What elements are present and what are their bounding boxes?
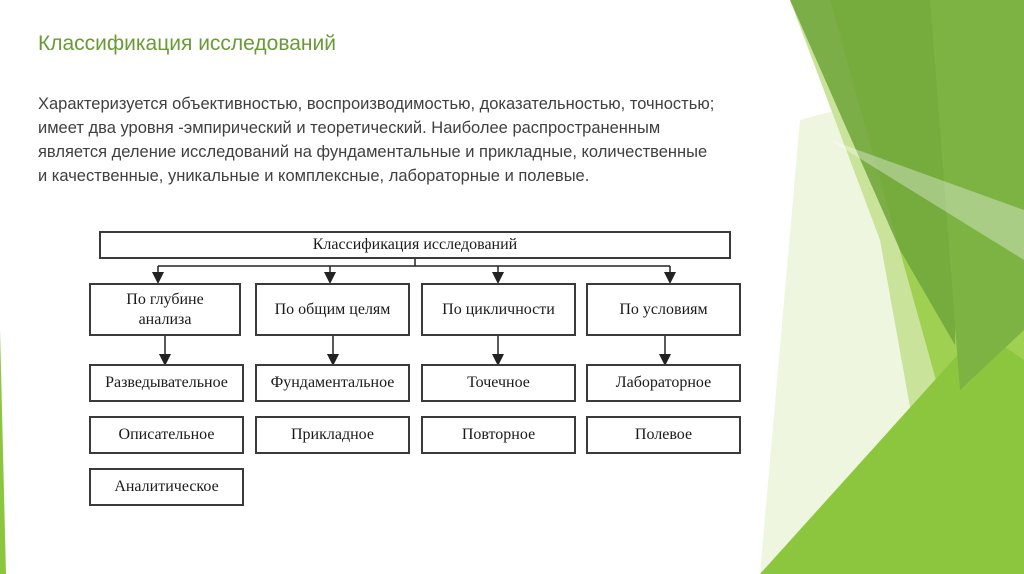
category-box-goals: По общим целям bbox=[255, 283, 410, 336]
item-box: Разведывательное bbox=[89, 364, 244, 402]
item-label: Разведывательное bbox=[105, 374, 228, 391]
item-box: Описательное bbox=[89, 416, 244, 454]
body-line: и качественные, уникальные и комплексные… bbox=[38, 167, 590, 185]
item-label: Полевое bbox=[634, 426, 693, 443]
category-box-depth: По глубине анализа bbox=[89, 283, 241, 336]
item-box: Точечное bbox=[421, 364, 576, 402]
category-box-conditions: По условиям bbox=[586, 283, 741, 336]
category-label: По цикличности bbox=[442, 300, 555, 318]
right-green-triangle-bottom bbox=[760, 330, 1024, 574]
slide-title: Классификация исследований bbox=[38, 32, 336, 55]
item-box: Аналитическое bbox=[89, 468, 244, 506]
right-green-triangle-top bbox=[930, 0, 1024, 390]
diagram-root-box: Классификация исследований bbox=[99, 231, 731, 259]
diagram-root-label: Классификация исследований bbox=[312, 236, 518, 253]
slide-body-text: Характеризуется объективностью, воспроиз… bbox=[38, 92, 838, 188]
item-label: Фундаментальное bbox=[270, 374, 395, 391]
body-line: Характеризуется объективностью, воспроиз… bbox=[38, 95, 715, 113]
item-label: Повторное bbox=[461, 426, 536, 443]
item-box: Прикладное bbox=[255, 416, 410, 454]
right-faint-triangle bbox=[830, 140, 1024, 260]
item-box: Лабораторное bbox=[586, 364, 741, 402]
category-box-cyclicity: По цикличности bbox=[421, 283, 576, 336]
category-label: По глубине анализа bbox=[126, 290, 204, 328]
item-box: Фундаментальное bbox=[255, 364, 410, 402]
right-green-shape-dark bbox=[790, 0, 960, 345]
item-label: Прикладное bbox=[291, 426, 374, 443]
item-label: Точечное bbox=[467, 374, 530, 391]
item-label: Описательное bbox=[118, 426, 215, 443]
item-box: Полевое bbox=[586, 416, 741, 454]
category-label: По условиям bbox=[619, 300, 708, 318]
body-line: является деление исследований на фундаме… bbox=[38, 143, 708, 161]
item-label: Аналитическое bbox=[114, 478, 219, 495]
category-label: По общим целям bbox=[274, 300, 391, 318]
item-box: Повторное bbox=[421, 416, 576, 454]
item-label: Лабораторное bbox=[615, 374, 712, 391]
body-line: имеет два уровня -эмпирический и теорети… bbox=[38, 119, 661, 137]
left-green-wedge bbox=[0, 330, 6, 574]
